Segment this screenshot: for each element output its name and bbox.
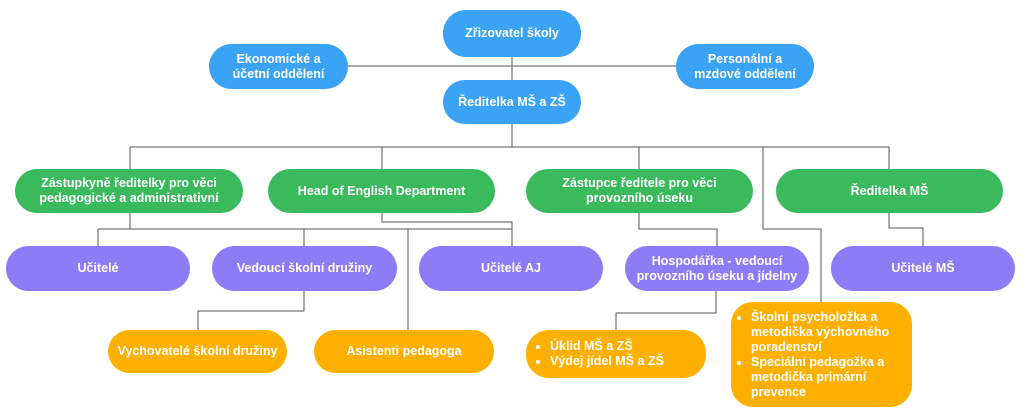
- list-item: Úklid MŠ a ZŠ: [550, 339, 664, 354]
- founder-box: Zřizovatel školy: [443, 10, 581, 57]
- club-educators-box: Vychovatelé školní družiny: [108, 330, 287, 373]
- list-item: Speciální pedagožka a metodička primární…: [751, 355, 904, 400]
- club-head-box: Vedoucí školní družiny: [212, 246, 397, 291]
- deputy-pedagogical-box: Zástupkyně ředitelky pro věci pedagogick…: [15, 169, 243, 213]
- ms-teachers-box: Učitelé MŠ: [831, 246, 1015, 291]
- deputy-operations-box: Zástupce ředitele pro věci provozního ús…: [526, 169, 753, 213]
- teachers-box: Učitelé: [6, 246, 190, 291]
- counseling-list: Školní psycholožka a metodička výchovnéh…: [737, 310, 904, 400]
- list-item: Školní psycholožka a metodička výchovnéh…: [751, 310, 904, 355]
- personnel-dept-box: Personální a mzdové oddělení: [676, 44, 814, 89]
- operations-box: Úklid MŠ a ZŠ Výdej jídel MŠ a ZŠ: [526, 330, 706, 378]
- economic-dept-box: Ekonomické a účetní oddělení: [209, 44, 348, 89]
- director-box: Ředitelka MŠ a ZŠ: [443, 80, 581, 124]
- english-head-box: Head of English Department: [268, 169, 495, 213]
- assistants-box: Asistenti pedagoga: [314, 330, 494, 373]
- counseling-box: Školní psycholožka a metodička výchovnéh…: [731, 302, 912, 407]
- ms-director-box: Ředitelka MŠ: [776, 169, 1003, 213]
- operations-list: Úklid MŠ a ZŠ Výdej jídel MŠ a ZŠ: [536, 339, 664, 369]
- steward-box: Hospodářka - vedoucí provozního úseku a …: [625, 246, 809, 291]
- list-item: Výdej jídel MŠ a ZŠ: [550, 354, 664, 369]
- english-teachers-box: Učitelé AJ: [419, 246, 603, 291]
